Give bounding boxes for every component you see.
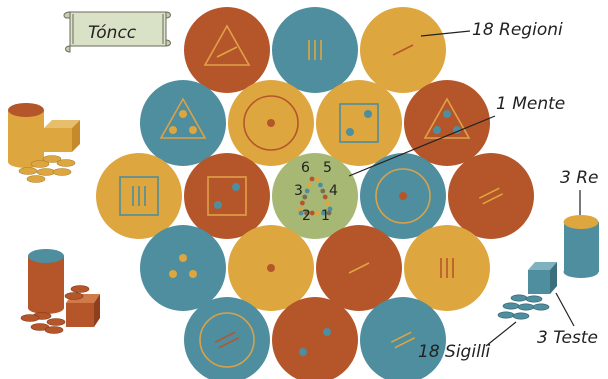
- tile-disc: [140, 225, 226, 311]
- rust-pieces: [21, 249, 100, 334]
- tile-1-2: [316, 80, 402, 166]
- mind-number: 3: [294, 183, 303, 199]
- tile-disc: [316, 80, 402, 166]
- dot-mark: [325, 201, 330, 206]
- dot-mark: [302, 195, 307, 200]
- tile-disc: [140, 80, 226, 166]
- gold-pieces: [8, 103, 80, 183]
- dot-mark: [323, 328, 331, 336]
- dot-mark: [189, 270, 197, 278]
- dot-mark: [316, 177, 321, 182]
- dot-mark: [318, 183, 323, 188]
- label-mind: 1 Mente: [496, 96, 565, 113]
- tile-disc: [360, 297, 446, 379]
- dot-mark: [323, 195, 328, 200]
- tile-disc: [272, 297, 358, 379]
- dot-mark: [189, 126, 197, 134]
- mind-number: 6: [301, 160, 310, 176]
- dot-mark: [433, 126, 441, 134]
- tile-4-2: [360, 297, 446, 379]
- dot-mark: [399, 192, 407, 200]
- tile-disc: [184, 153, 270, 239]
- tile-disc: [448, 153, 534, 239]
- label-seals: 18 Sigilli: [418, 344, 490, 361]
- dot-mark: [214, 201, 222, 209]
- dot-mark: [169, 126, 177, 134]
- tile-3-1: [228, 225, 314, 311]
- dot-mark: [300, 201, 305, 206]
- label-kings: 3 Re: [560, 170, 599, 187]
- dot-mark: [310, 177, 315, 182]
- mind-number: 1: [321, 208, 330, 224]
- tile-3-0: [140, 225, 226, 311]
- dot-mark: [443, 110, 451, 118]
- dot-mark: [346, 128, 354, 136]
- tile-2-0: [96, 153, 182, 239]
- dot-mark: [307, 183, 312, 188]
- dot-mark: [179, 110, 187, 118]
- dot-mark: [315, 211, 320, 216]
- dot-mark: [179, 254, 187, 262]
- mind-number: 2: [302, 208, 311, 224]
- tile-1-1: [228, 80, 314, 166]
- dot-mark: [364, 110, 372, 118]
- mind-number: 4: [329, 183, 338, 199]
- tile-4-0: [184, 297, 270, 379]
- label-heads: 3 Teste: [537, 330, 598, 347]
- dot-mark: [299, 348, 307, 356]
- label-regions: 18 Regioni: [472, 22, 563, 39]
- dot-mark: [232, 183, 240, 191]
- tile-1-0: [140, 80, 226, 166]
- tile-0-2: [360, 7, 446, 93]
- tile-4-1: [272, 297, 358, 379]
- tile-2-4: [448, 153, 534, 239]
- tile-0-1: [272, 7, 358, 93]
- mind-number: 5: [323, 160, 332, 176]
- game-title: Tóncc: [88, 23, 136, 43]
- tile-3-2: [316, 225, 402, 311]
- tile-0-0: [184, 7, 270, 93]
- title-banner: Tóncc: [66, 10, 170, 54]
- dot-mark: [305, 189, 310, 194]
- tile-3-3: [404, 225, 490, 311]
- dot-mark: [267, 119, 275, 127]
- dot-mark: [320, 189, 325, 194]
- tile-disc: [272, 153, 358, 239]
- tile-disc: [184, 7, 270, 93]
- dot-mark: [169, 270, 177, 278]
- dot-mark: [267, 264, 275, 272]
- tile-2-1: [184, 153, 270, 239]
